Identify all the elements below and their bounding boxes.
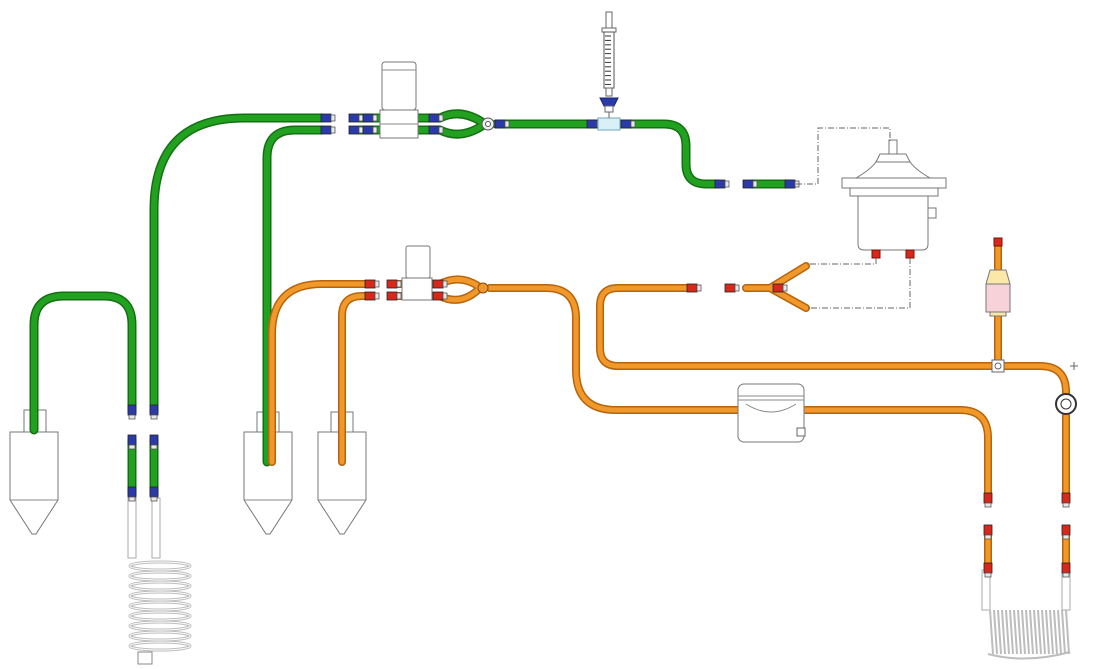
fitting [149, 404, 159, 420]
fitting [1061, 562, 1071, 578]
fitting [772, 283, 788, 293]
green-tube-main-outer [149, 113, 327, 417]
fitting [686, 283, 702, 293]
fitting [320, 125, 336, 135]
fitting [127, 486, 137, 502]
fitting [127, 434, 137, 450]
y-connector-green [481, 117, 495, 131]
fitting [127, 404, 137, 420]
roller-pump [737, 383, 806, 443]
green-tubing [29, 109, 797, 499]
fitting [149, 486, 159, 502]
orange-tubing [268, 240, 1070, 574]
fitting [348, 113, 364, 123]
fitting [364, 279, 380, 289]
fitting [432, 291, 448, 301]
fitting [724, 283, 740, 293]
fitting [362, 125, 378, 135]
fitting [494, 119, 510, 129]
fitting [320, 113, 336, 123]
flow-sensor [1055, 362, 1078, 415]
gas-line-filter-green [379, 61, 419, 139]
fitting [149, 434, 159, 450]
fitting [432, 279, 448, 289]
fitting [714, 179, 730, 189]
y-connector-orange [477, 282, 489, 294]
fitting [362, 113, 378, 123]
fitting [1061, 492, 1071, 508]
heat-exchanger-coil-right [981, 569, 1071, 660]
green-tube-loop [29, 291, 137, 435]
fitting [620, 119, 636, 129]
fitting [386, 291, 402, 301]
gas-line-filter-orange [401, 245, 433, 301]
heat-exchanger-coil-left [127, 497, 192, 665]
fitting [386, 279, 402, 289]
fitting [1061, 524, 1071, 540]
fitting [983, 524, 993, 540]
fitting [983, 562, 993, 578]
fitting [348, 125, 364, 135]
bubble-trap [985, 237, 1011, 373]
fitting [428, 113, 444, 123]
fitting [983, 492, 993, 508]
fitting [428, 125, 444, 135]
fitting [742, 179, 758, 189]
fitting [364, 291, 380, 301]
oxygenator [796, 127, 947, 309]
syringe [597, 11, 621, 131]
